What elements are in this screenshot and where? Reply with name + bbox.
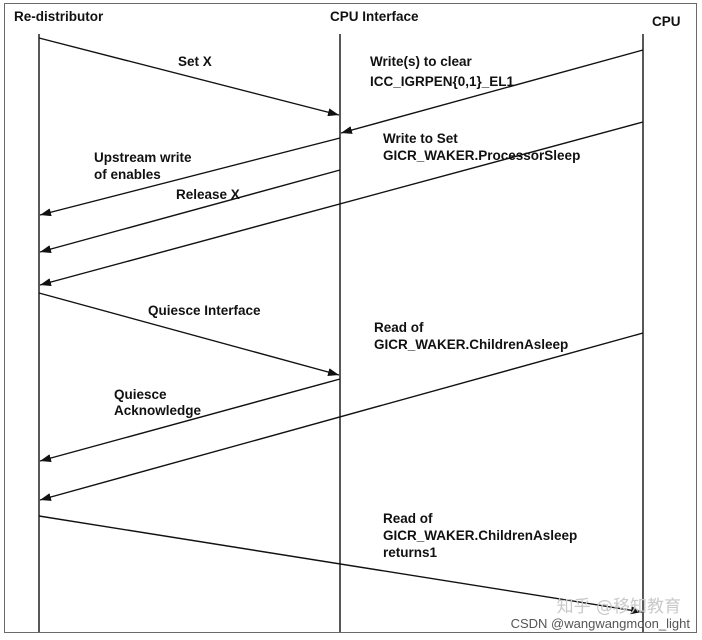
watermark-zhihu: 知乎 @移知教育 xyxy=(557,597,681,617)
lifeline-header-redistributor: Re-distributor xyxy=(14,9,104,24)
message-arrow-set-x xyxy=(38,37,340,117)
lifeline-header-cpu-interface: CPU Interface xyxy=(330,9,419,24)
message-label-upstream-line1: Upstream write xyxy=(94,150,192,165)
message-arrow-release-x xyxy=(39,169,341,253)
message-label-processorsleep-line2: GICR_WAKER.ProcessorSleep xyxy=(383,148,580,163)
message-label-read-returns-line2: GICR_WAKER.ChildrenAsleep xyxy=(383,528,577,543)
message-label-processorsleep-line1: Write to Set xyxy=(383,131,458,146)
message-label-write-clear-line1: Write(s) to clear xyxy=(370,54,473,69)
message-arrow-quiesce-interface xyxy=(38,292,340,376)
message-arrow-upstream-write xyxy=(39,137,341,217)
message-arrow-read-returns xyxy=(38,515,643,615)
message-label-read-returns-line1: Read of xyxy=(383,511,433,526)
message-label-read-returns-line3: returns1 xyxy=(383,545,438,560)
message-arrow-write-processorsleep xyxy=(39,121,644,286)
message-label-read-childrenasleep-line1: Read of xyxy=(374,320,424,335)
message-label-set-x: Set X xyxy=(178,54,212,69)
message-label-quiesce-ack-line2: Acknowledge xyxy=(114,403,202,418)
message-arrow-quiesce-acknowledge xyxy=(39,378,341,462)
message-label-quiesce-interface: Quiesce Interface xyxy=(148,303,261,318)
message-label-write-clear-line2: ICC_IGRPEN{0,1}_EL1 xyxy=(370,74,515,89)
message-arrow-write-clear-igrpen xyxy=(340,49,644,134)
lifeline-header-cpu: CPU xyxy=(652,14,681,29)
message-label-quiesce-ack-line1: Quiesce xyxy=(114,387,167,402)
message-label-release-x: Release X xyxy=(176,187,240,202)
message-label-upstream-line2: of enables xyxy=(94,167,161,182)
message-arrow-read-childrenasleep xyxy=(39,332,644,501)
watermark-csdn: CSDN @wangwangmoon_light xyxy=(511,616,691,631)
diagram-frame xyxy=(4,3,697,633)
message-label-read-childrenasleep-line2: GICR_WAKER.ChildrenAsleep xyxy=(374,337,568,352)
